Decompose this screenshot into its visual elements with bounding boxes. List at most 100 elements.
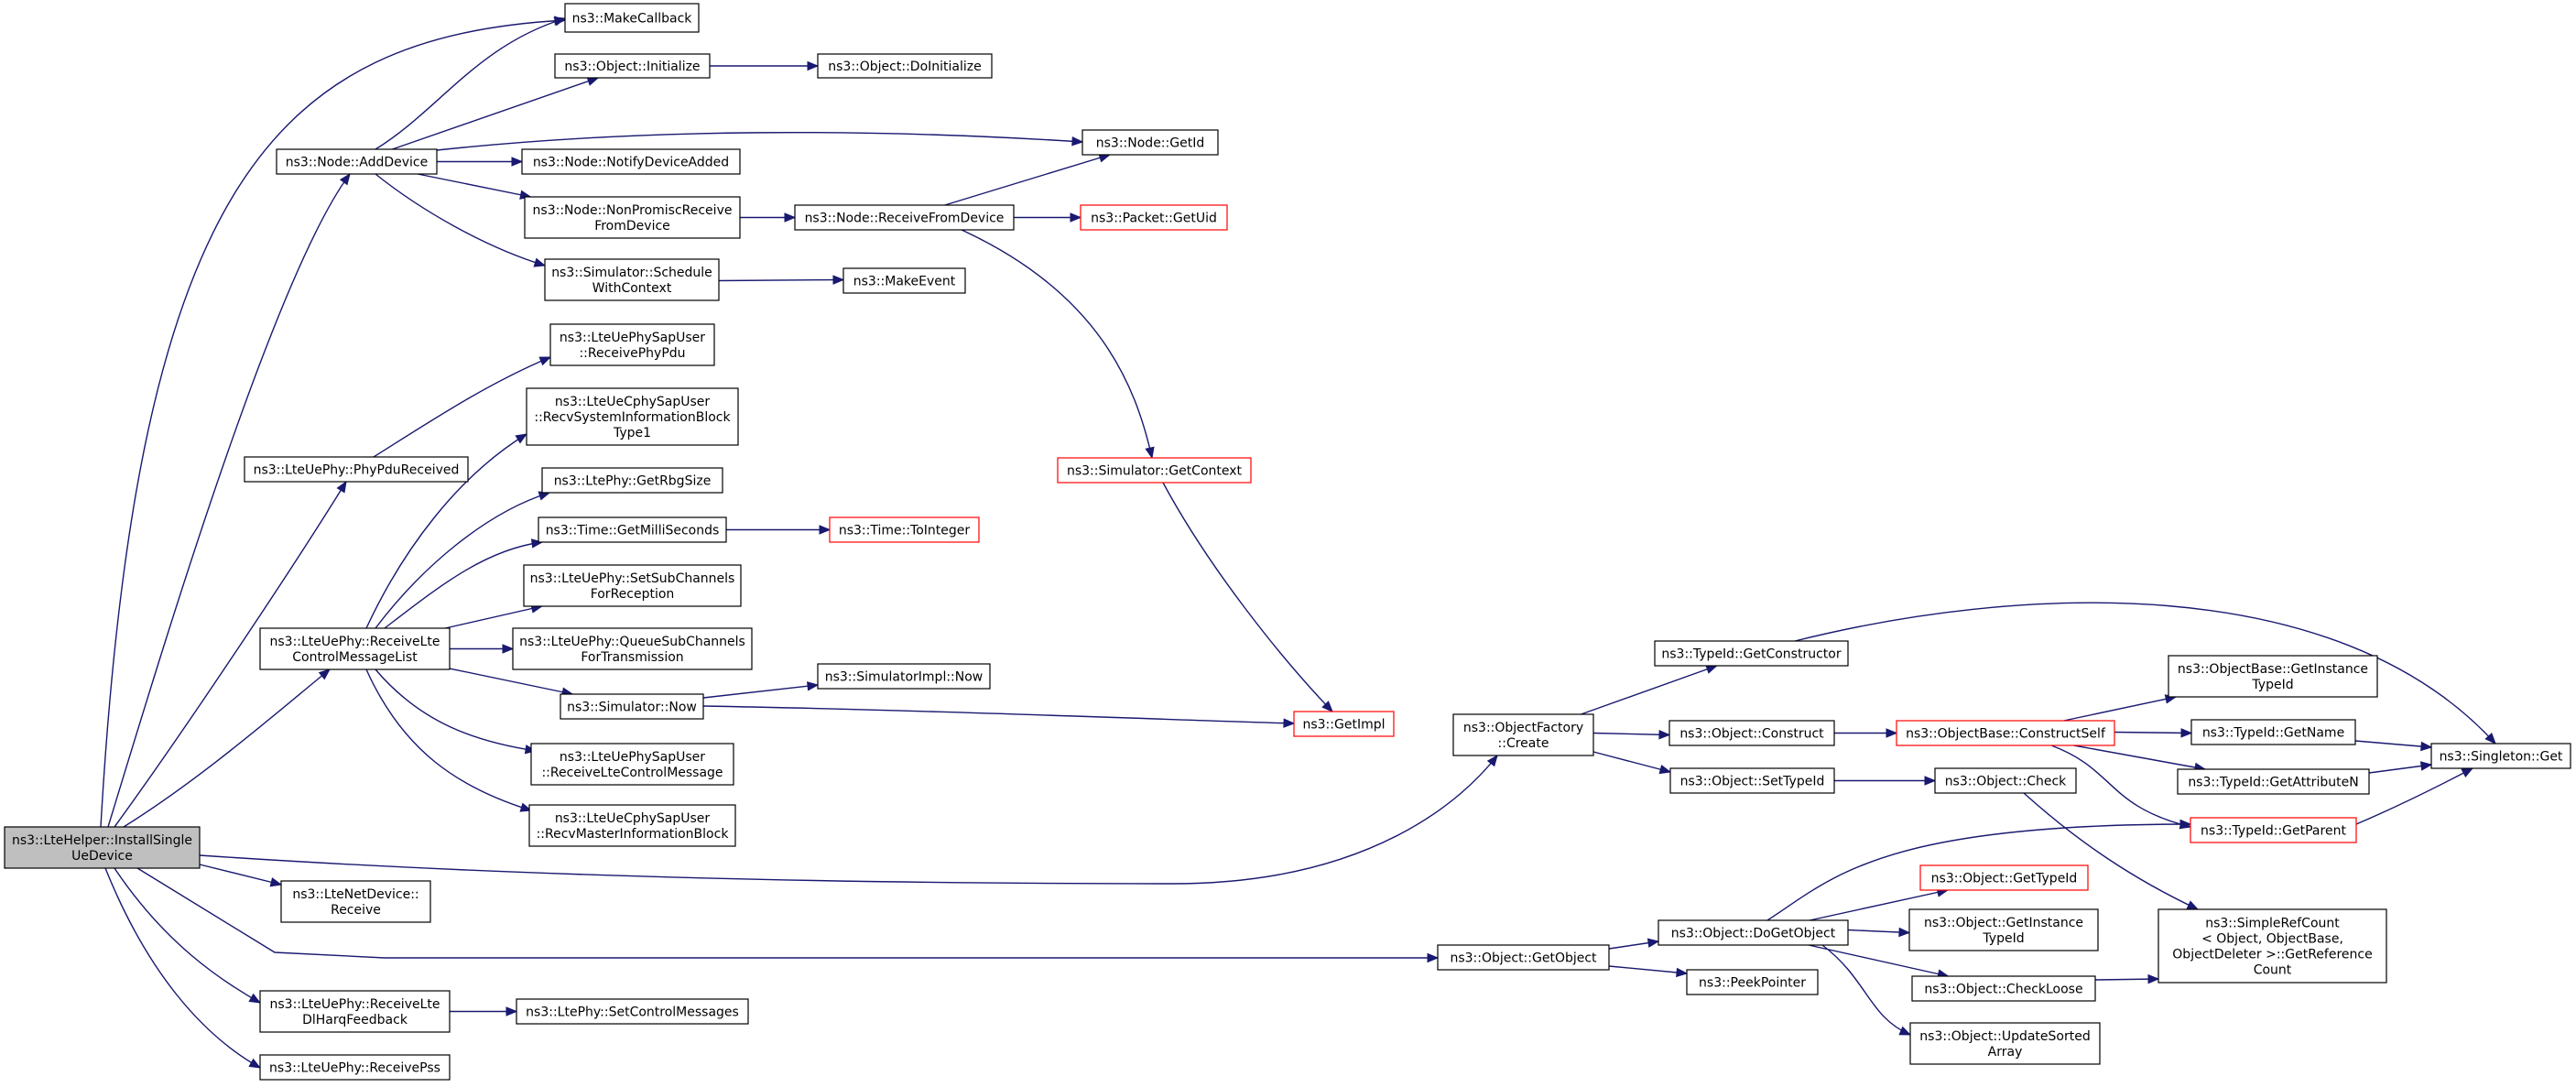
edge-root-to-lteuephy_phypdureceived (114, 481, 347, 828)
edge-node_adddevice-to-makecallback (375, 17, 566, 150)
node-objfactory_create[interactable]: ns3::ObjectFactory::Create (1452, 713, 1594, 756)
edge-obj_dogetobject-to-typeid_getparent (1766, 823, 2191, 921)
node-ltenetdevice_receive[interactable]: ns3::LteNetDevice::Receive (280, 880, 431, 923)
node-label: ForTransmission (581, 650, 683, 665)
node-time_tointeger[interactable]: ns3::Time::ToInteger (829, 516, 980, 543)
node-makecallback[interactable]: ns3::MakeCallback (564, 3, 700, 33)
node-node_adddevice[interactable]: ns3::Node::AddDevice (276, 148, 438, 175)
node-label: ns3::Node::ReceiveFromDevice (805, 212, 1005, 226)
node-time_getmilliseconds[interactable]: ns3::Time::GetMilliSeconds (538, 516, 727, 543)
node-label: ns3::LteUePhySapUser (560, 750, 705, 765)
node-box (549, 323, 715, 366)
node-ltecphy_recvmib[interactable]: ns3::LteUeCphySapUser::RecvMasterInforma… (528, 804, 736, 847)
node-box (523, 564, 742, 607)
node-node_receivefromdevice[interactable]: ns3::Node::ReceiveFromDevice (794, 204, 1015, 231)
edge-lteuephy_receivectrlmsglist-to-time_getmilliseconds (384, 541, 543, 629)
node-getimpl[interactable]: ns3::GetImpl (1293, 711, 1395, 737)
node-objbase_constructself[interactable]: ns3::ObjectBase::ConstructSelf (1896, 720, 2115, 746)
edge-obj_check-to-simplerefcount_getrefcount (2023, 792, 2199, 910)
node-box (1057, 457, 1252, 484)
node-simimpl_now[interactable]: ns3::SimulatorImpl::Now (817, 663, 991, 690)
node-ltecphy_recvsib1[interactable]: ns3::LteUeCphySapUser::RecvSystemInforma… (526, 387, 739, 446)
edge-root-to-obj_getobject (136, 867, 1438, 959)
edge-sim_schedulewithcontext-to-makeevent-arrowhead (832, 275, 845, 285)
node-label: ns3::LtePhy::SetControlMessages (526, 1005, 739, 1020)
node-label: ns3::TypeId::GetParent (2201, 824, 2346, 839)
node-label: ns3::GetImpl (1302, 718, 1385, 733)
node-sim_now[interactable]: ns3::Simulator::Now (560, 693, 704, 720)
edge-node_adddevice-to-obj_initialize-arrowhead (586, 76, 600, 86)
edge-obj_getobject-to-peekpointer (1608, 965, 1688, 974)
node-peekpointer[interactable]: ns3::PeekPointer (1686, 969, 1819, 995)
edge-obj_checkloose-to-simplerefcount_getrefcount (2094, 978, 2159, 981)
node-label: ns3::MakeEvent (853, 275, 956, 289)
node-lteuephy_queuesubchannels[interactable]: ns3::LteUePhy::QueueSubChannelsForTransm… (512, 627, 753, 670)
node-obj_settypeid[interactable]: ns3::Object::SetTypeId (1669, 767, 1835, 794)
edge-obj_dogetobject-to-obj_updatesortedarray-arrowhead (1898, 1026, 1912, 1036)
node-ltephy_getrbgsize[interactable]: ns3::LtePhy::GetRbgSize (541, 467, 723, 494)
node-box (521, 148, 741, 175)
node-label: ns3::Time::GetMilliSeconds (546, 524, 720, 538)
node-obj_doinitialize[interactable]: ns3::Object::DoInitialize (817, 53, 993, 79)
node-obj_getobject[interactable]: ns3::Object::GetObject (1437, 944, 1610, 971)
node-ltephysapuser_receivectrlmsg[interactable]: ns3::LteUePhySapUser::ReceiveLteControlM… (530, 743, 734, 786)
node-typeid_getconstructor[interactable]: ns3::TypeId::GetConstructor (1654, 640, 1849, 667)
node-label: Count (2254, 963, 2292, 978)
node-lteuephy_receivepss[interactable]: ns3::LteUePhy::ReceivePss (259, 1054, 451, 1081)
edge-obj_check-to-simplerefcount_getrefcount-arrowhead (2186, 900, 2200, 910)
edge-typeid_getconstructor-to-singleton_get (1794, 602, 2496, 745)
node-lteuephy_setsubchannels[interactable]: ns3::LteUePhy::SetSubChannelsForReceptio… (523, 564, 742, 607)
node-label: ::ReceiveLteControlMessage (541, 766, 723, 780)
node-node_getid[interactable]: ns3::Node::GetId (1081, 129, 1219, 156)
node-obj_check[interactable]: ns3::Object::Check (1934, 767, 2077, 794)
node-lteuephy_phypdureceived[interactable]: ns3::LteUePhy::PhyPduReceived (244, 456, 469, 483)
node-typeid_getname[interactable]: ns3::TypeId::GetName (2190, 719, 2356, 745)
edge-root-to-lteuephy_receivepss (104, 867, 261, 1069)
node-label: ns3::SimulatorImpl::Now (825, 670, 984, 685)
edge-root-to-obj_getobject-arrowhead (1427, 952, 1440, 963)
node-label: ns3::Object::Initialize (564, 60, 700, 74)
node-packet_getuid[interactable]: ns3::Packet::GetUid (1080, 204, 1228, 231)
node-obj_checkloose[interactable]: ns3::Object::CheckLoose (1911, 975, 2096, 1002)
edge-node_receivefromdevice-to-sim_getcontext-arrowhead (1145, 446, 1155, 460)
node-obj_construct[interactable]: ns3::Object::Construct (1668, 720, 1835, 746)
edge-node_receivefromdevice-to-sim_getcontext (961, 229, 1153, 459)
node-obj_dogetobject[interactable]: ns3::Object::DoGetObject (1658, 919, 1849, 946)
edge-lteuephy_receivectrlmsglist-to-ltecphy_recvsib1-arrowhead (515, 433, 528, 444)
node-ltephysapuser_receivephypdu[interactable]: ns3::LteUePhySapUser::ReceivePhyPdu (549, 323, 715, 366)
edge-obj_dogetobject-to-typeid_getparent-arrowhead (2179, 819, 2192, 830)
node-label: ForReception (591, 587, 675, 602)
node-label: ns3::LteUePhy::PhyPduReceived (254, 463, 460, 478)
node-makeevent[interactable]: ns3::MakeEvent (842, 267, 966, 294)
node-singleton_get[interactable]: ns3::Singleton::Get (2430, 743, 2571, 769)
edge-obj_dogetobject-to-obj_gettypeid (1810, 889, 1948, 921)
node-sim_getcontext[interactable]: ns3::Simulator::GetContext (1057, 457, 1252, 484)
node-label: ns3::ObjectFactory (1463, 721, 1583, 735)
node-label: ns3::Packet::GetUid (1091, 212, 1217, 226)
node-obj_gettypeid[interactable]: ns3::Object::GetTypeId (1919, 864, 2089, 891)
edge-lteuephy_receivectrlmsglist-to-time_getmilliseconds-arrowhead (530, 538, 544, 549)
node-box (2190, 817, 2357, 843)
node-label: ::RecvSystemInformationBlock (534, 410, 731, 425)
node-label: FromDevice (594, 219, 670, 234)
edge-obj_checkloose-to-simplerefcount_getrefcount-arrowhead (2147, 973, 2160, 984)
edge-obj_construct-to-objbase_constructself-arrowhead (1886, 728, 1898, 738)
node-typeid_getparent[interactable]: ns3::TypeId::GetParent (2190, 817, 2357, 843)
node-obj_initialize[interactable]: ns3::Object::Initialize (554, 53, 711, 79)
node-simplerefcount_getrefcount[interactable]: ns3::SimpleRefCount< Object, ObjectBase,… (2158, 908, 2387, 984)
node-ltephy_setcontrolmessages[interactable]: ns3::LtePhy::SetControlMessages (516, 998, 749, 1025)
node-label: ns3::ObjectBase::GetInstance (2178, 662, 2368, 677)
node-lteuephy_receivectrlmsglist[interactable]: ns3::LteUePhy::ReceiveLteControlMessageL… (259, 627, 451, 670)
node-typeid_getattributen[interactable]: ns3::TypeId::GetAttributeN (2177, 768, 2370, 795)
node-box (1668, 720, 1835, 746)
node-box (1437, 944, 1610, 971)
node-node_notifydeviceadded[interactable]: ns3::Node::NotifyDeviceAdded (521, 148, 741, 175)
